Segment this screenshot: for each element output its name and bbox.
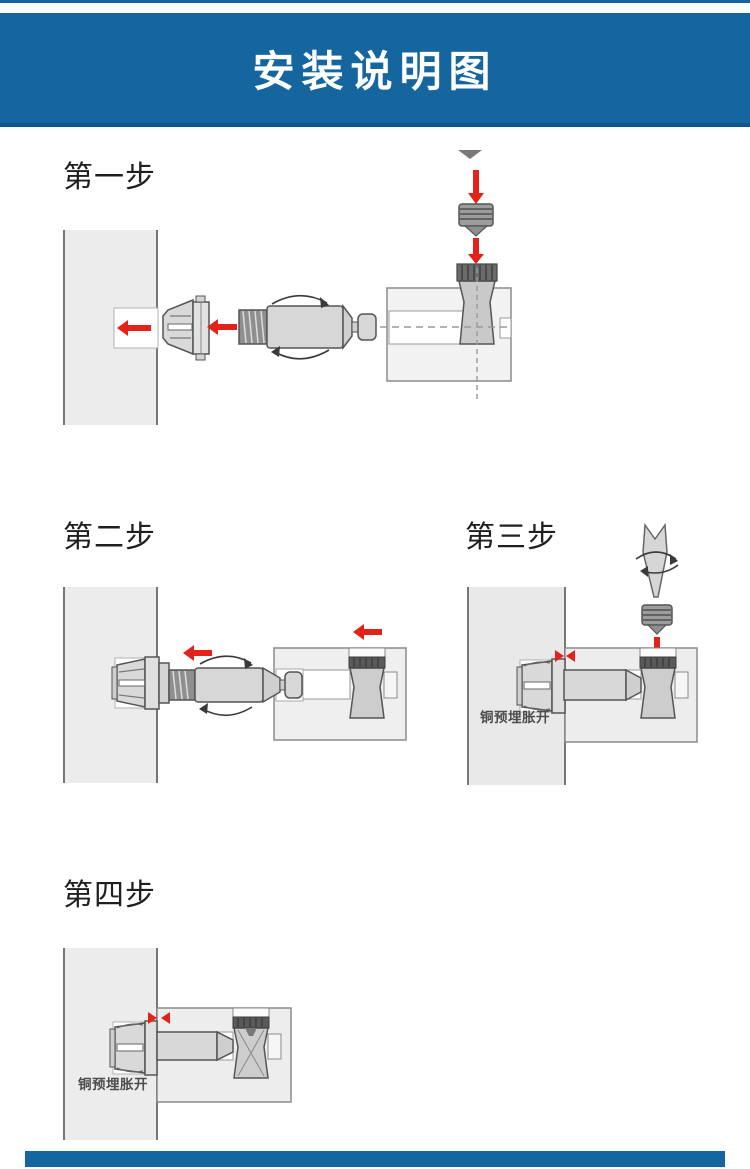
cam-lock: [348, 647, 386, 719]
header-banner: 安装说明图: [0, 13, 750, 127]
cam-lock: [639, 647, 677, 719]
red-arrow-down-icon: [468, 170, 484, 204]
rotation-arrow-icon: [271, 294, 330, 360]
step1-label: 第一步: [63, 161, 156, 194]
pinch-arrows-icon: [555, 650, 575, 662]
rotation-arrow-icon: [635, 551, 679, 577]
grub-screw: [641, 604, 673, 635]
expansion-anchor: [109, 1020, 158, 1076]
pinch-arrows-icon: [148, 1012, 170, 1024]
step4-diagram: [63, 948, 292, 1140]
step2-label: 第二步: [63, 521, 156, 554]
step4-annotation: 铜预埋胀开: [78, 1077, 148, 1092]
cam-lock: [456, 263, 498, 345]
cam-bolt: [156, 1030, 234, 1062]
step1-diagram: [63, 150, 512, 425]
red-arrow-left-icon: [353, 624, 382, 640]
grub-screw: [458, 203, 494, 237]
red-arrow-down-icon: [468, 238, 484, 264]
screwdriver-icon: [642, 522, 668, 598]
top-accent-strip: [0, 0, 750, 3]
step3-annotation: 铜预埋胀开: [480, 710, 550, 725]
step3-label: 第三步: [465, 521, 558, 554]
screw-tip-icon: [458, 150, 482, 159]
centerline-dashed: [380, 268, 508, 402]
expansion-anchor: [516, 658, 566, 714]
cam-bolt: [563, 668, 642, 702]
step3-diagram: [467, 522, 698, 785]
bottom-accent-strip: [25, 1151, 725, 1167]
red-arrow-left-icon: [183, 645, 212, 661]
cam-bolt: [168, 666, 304, 704]
step2-diagram: [63, 587, 407, 783]
expansion-anchor: [162, 295, 210, 361]
cam-lock: [232, 1007, 270, 1079]
expansion-anchor: [111, 656, 170, 710]
red-arrow-left-icon: [117, 320, 151, 336]
rotation-arrow-icon: [199, 655, 253, 717]
step4-label: 第四步: [63, 879, 156, 912]
cam-bolt: [238, 303, 377, 351]
red-arrow-left-icon: [207, 319, 237, 335]
page-title: 安装说明图: [252, 47, 498, 95]
